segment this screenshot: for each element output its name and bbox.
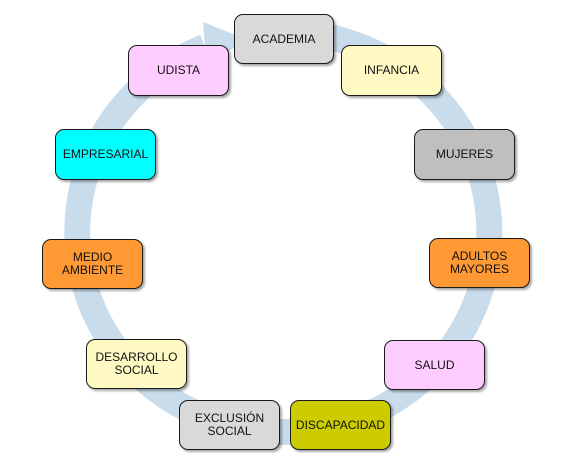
node-udista: UDISTA [128,45,229,96]
node-empresarial: EMPRESARIAL [55,129,156,180]
node-adultos-mayores: ADULTOS MAYORES [429,238,530,288]
node-desarrollo-social-label: DESARROLLO SOCIAL [95,350,178,377]
node-discapacidad: DISCAPACIDAD [290,400,391,450]
node-academia: ACADEMIA [234,14,334,64]
node-salud-label: SALUD [414,357,455,372]
node-academia-label: ACADEMIA [252,31,316,46]
node-empresarial-label: EMPRESARIAL [62,147,149,161]
node-exclusion-social-label: EXCLUSIÓN SOCIAL [194,411,265,438]
node-adultos-mayores-label: ADULTOS MAYORES [449,249,510,276]
node-discapacidad-label: DISCAPACIDAD [295,417,386,432]
node-medio-ambiente-label: MEDIO AMBIENTE [61,250,124,277]
node-exclusion-social: EXCLUSIÓN SOCIAL [179,400,280,450]
node-mujeres: MUJERES [414,129,515,180]
node-udista-label: UDISTA [156,63,201,77]
node-desarrollo-social: DESARROLLO SOCIAL [86,339,187,389]
node-infancia: INFANCIA [341,45,442,96]
node-infancia-label: INFANCIA [363,63,420,77]
node-salud: SALUD [384,340,485,390]
node-mujeres-label: MUJERES [435,147,494,161]
node-medio-ambiente: MEDIO AMBIENTE [42,239,143,289]
